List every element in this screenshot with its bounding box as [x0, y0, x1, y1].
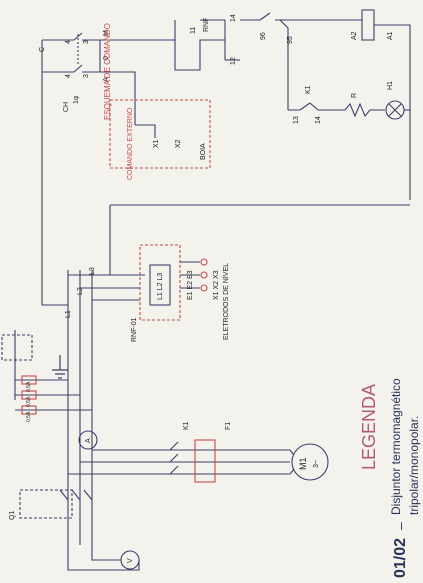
- label-0: 0: [103, 56, 110, 60]
- comando-externo-box: [109, 99, 211, 169]
- legend-item-line2: tripolar/monopolar.: [407, 416, 421, 515]
- legend-item-line1: Disjuntor termomagnético: [389, 378, 403, 515]
- label-voltmeter: V: [127, 558, 134, 563]
- label-comando-externo: COMANDO EXTERNO: [127, 107, 134, 180]
- label-rnf: RNF: [203, 18, 210, 32]
- label-a2: A2: [351, 31, 358, 40]
- label-f1: F1: [225, 422, 232, 430]
- label-q1: Q1: [9, 511, 16, 520]
- ammeter: [78, 430, 98, 450]
- label-e123: E1 E2 E3: [187, 270, 194, 300]
- label-11: 11: [190, 27, 197, 34]
- label-fuse1: 0,5A: [26, 381, 32, 392]
- label-a: A: [103, 77, 110, 82]
- label-h1: H1: [387, 81, 394, 90]
- label-14b: 14: [315, 116, 322, 124]
- label-x2: X2: [175, 139, 182, 148]
- label-k1-contact: K1: [305, 85, 312, 94]
- motor-m1: [291, 443, 329, 481]
- label-3a: 3: [83, 40, 90, 44]
- label-c: C: [39, 47, 46, 52]
- label-4a: 4: [65, 40, 72, 44]
- label-k1-power: K1: [183, 421, 190, 430]
- label-14: 14: [230, 14, 237, 22]
- electrode-terminal-1: [200, 258, 208, 266]
- power-circuit: [1, 270, 329, 571]
- control-circuit: [41, 9, 411, 285]
- label-l1: L1: [65, 310, 72, 318]
- label-m1: M1: [298, 457, 308, 470]
- coil-k1: [361, 9, 375, 41]
- label-12: 12: [230, 57, 237, 65]
- breaker-q1: [19, 489, 73, 519]
- label-x1: X1: [153, 139, 160, 148]
- label-96: 96: [260, 32, 267, 40]
- thermal-relay-f1: [194, 439, 216, 483]
- ground-icon: [52, 355, 68, 379]
- label-boia: BOIA: [200, 143, 207, 160]
- resistor-r: [344, 102, 385, 118]
- label-fuse3: 0,5A: [26, 411, 32, 422]
- legend-item-dash: –: [392, 522, 408, 530]
- legend: LEGENDA 01/02 – Disjuntor termomagnético…: [359, 378, 421, 578]
- label-95: 95: [287, 36, 294, 44]
- label-l2: L2: [77, 287, 84, 295]
- label-ch-sub: 1φ: [73, 95, 80, 104]
- level-relay-block: [68, 244, 208, 321]
- label-x123: X1 X2 X3: [213, 270, 220, 300]
- label-rnf01: RNF-01: [131, 317, 138, 342]
- header-title: ESQUEMA DE COMANDO: [103, 23, 112, 120]
- label-ammeter: A: [85, 438, 92, 443]
- legend-item-code: 01/02: [392, 538, 409, 578]
- electrode-terminal-2: [200, 271, 208, 279]
- schematic-labels: ESQUEMA DE COMANDO C M 0 A CH 1φ 3 4 4 3…: [9, 14, 394, 563]
- label-l123: L1 L2 L3: [157, 273, 164, 300]
- rnf01-box: [139, 244, 181, 321]
- label-fuse2: 0,5A: [26, 396, 32, 407]
- label-13: 13: [293, 116, 300, 124]
- label-l3: L3: [89, 267, 96, 275]
- label-4b: 4: [65, 74, 72, 78]
- legend-title: LEGENDA: [359, 384, 379, 470]
- electrode-terminal-3: [200, 284, 208, 292]
- label-m1-sub: 3~: [313, 460, 320, 468]
- label-eletrodos: ELETRODOS DE NÍVEL: [221, 263, 230, 340]
- label-a1: A1: [387, 31, 394, 40]
- label-r: R: [351, 93, 358, 98]
- label-ch: CH: [63, 102, 70, 112]
- label-m: M: [103, 30, 110, 36]
- label-3b: 3: [83, 74, 90, 78]
